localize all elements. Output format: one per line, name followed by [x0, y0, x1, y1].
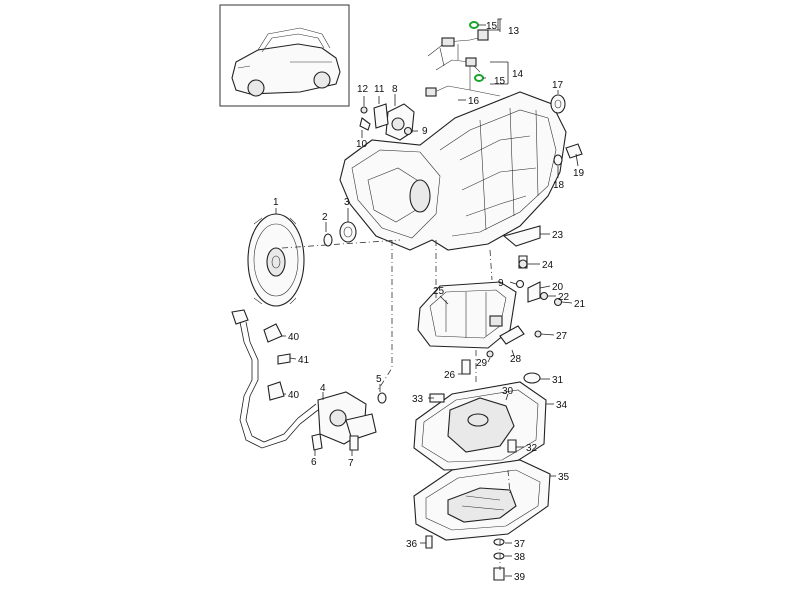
callout-24: 24	[542, 260, 554, 271]
callout-1: 1	[273, 197, 279, 208]
callout-28: 28	[510, 354, 522, 365]
callout-20: 20	[552, 282, 564, 293]
callout-15-upper: 15	[486, 21, 498, 32]
callout-10: 10	[356, 139, 368, 150]
transmission-housing	[339, 91, 567, 251]
oil-pan	[413, 459, 551, 541]
oil-filter-and-gasket	[413, 372, 547, 471]
callout-11: 11	[374, 84, 385, 95]
drain-plug-parts	[425, 535, 505, 581]
callout-3: 3	[344, 197, 350, 208]
callout-9-upper: 9	[422, 126, 428, 137]
callout-23: 23	[552, 230, 564, 241]
callout-39: 39	[514, 572, 526, 583]
callout-2: 2	[322, 212, 328, 223]
callout-12: 12	[357, 84, 369, 95]
seals-right	[550, 94, 583, 166]
callout-19: 19	[573, 168, 585, 179]
alignment-lines	[281, 239, 511, 570]
cooler-lines	[231, 309, 319, 449]
callout-25: 25	[433, 286, 445, 297]
callout-40-lower: 40	[288, 390, 300, 401]
callout-5: 5	[376, 374, 382, 385]
callout-21: 21	[574, 299, 586, 310]
callout-37: 37	[514, 539, 526, 550]
callout-31: 31	[552, 375, 564, 386]
callout-27: 27	[556, 331, 568, 342]
callout-7: 7	[348, 458, 354, 469]
callout-17: 17	[552, 80, 564, 91]
wiring-harness	[425, 21, 501, 97]
callout-33: 33	[412, 394, 424, 405]
callout-6: 6	[311, 457, 317, 468]
callout-22: 22	[558, 292, 570, 303]
callout-30: 30	[502, 386, 514, 397]
callout-35: 35	[558, 472, 570, 483]
leader-lines	[275, 18, 579, 577]
callout-26: 26	[444, 370, 456, 381]
callout-36: 36	[406, 539, 418, 550]
callout-13: 13	[508, 26, 520, 37]
callout-32: 32	[526, 443, 538, 454]
callout-4: 4	[320, 383, 326, 394]
callout-14: 14	[512, 69, 524, 80]
callout-8: 8	[392, 84, 398, 95]
callout-16: 16	[468, 96, 480, 107]
selector-unit	[359, 103, 415, 141]
callout-41: 41	[298, 355, 310, 366]
callout-18: 18	[553, 180, 565, 191]
callout-29: 29	[476, 358, 488, 369]
bracket-and-bolts	[502, 225, 563, 307]
pump-assembly	[311, 391, 387, 451]
callout-15-lower: 15	[494, 76, 506, 87]
torque-converter	[247, 213, 305, 307]
vehicle-thumbnail	[219, 4, 350, 107]
callout-34: 34	[556, 400, 568, 411]
callout-labels: 1 2 3 4 5 6 7 8 9 9 10 11 12 13 14 15 15…	[273, 21, 586, 583]
callout-9-lower: 9	[498, 278, 504, 289]
callout-38: 38	[514, 552, 526, 563]
seals-left	[323, 221, 357, 247]
callout-40-upper: 40	[288, 332, 300, 343]
